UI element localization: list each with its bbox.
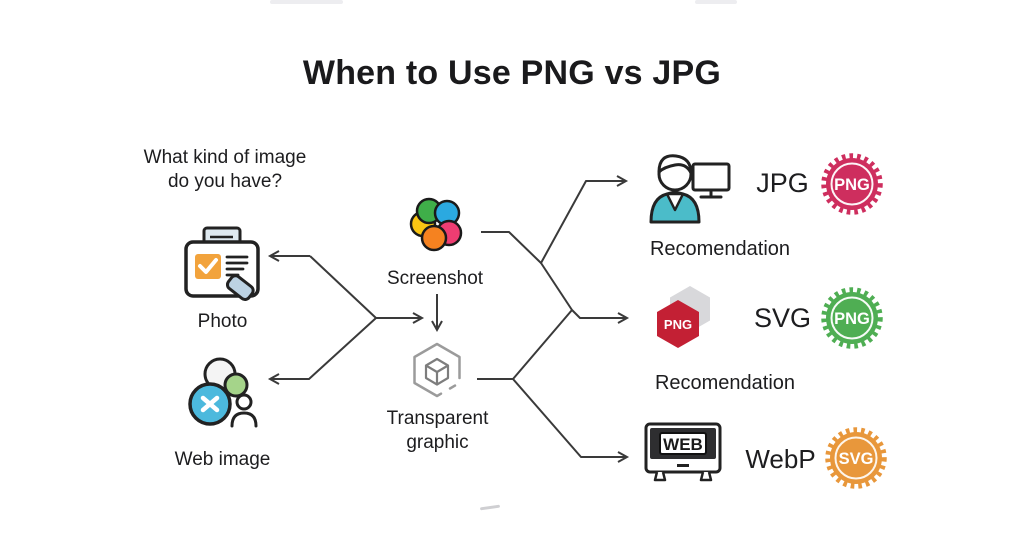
person-monitor-icon xyxy=(649,154,731,224)
web-monitor-icon: WEB xyxy=(644,422,722,482)
png-badge-jpg-row: PNG xyxy=(821,153,883,215)
format-label-webp: WebP xyxy=(745,444,816,474)
transparent-label-line-2: graphic xyxy=(406,432,469,453)
line-photo-branch xyxy=(309,255,377,319)
svg-badge-webp-row: SVG xyxy=(825,427,887,489)
arrow-to-web-image xyxy=(267,317,377,385)
svg-badge-webp-text: SVG xyxy=(839,450,874,468)
screenshot-label: Screenshot xyxy=(386,268,484,289)
transparent-label-line-1: Transparent xyxy=(386,408,489,429)
png-badge-jpg-text: PNG xyxy=(834,176,870,194)
web-image-icon xyxy=(188,357,258,428)
transparent-graphic-icon xyxy=(413,342,461,398)
recommendation-jpg: Recomendation xyxy=(649,238,791,260)
png-badge-svg-text: PNG xyxy=(834,310,870,328)
question-text: What kind of image do you have? xyxy=(115,146,335,194)
web-image-label: Web image xyxy=(174,449,271,470)
top-edge-bar-left xyxy=(270,0,343,4)
format-label-svg: SVG xyxy=(753,303,812,333)
question-line-2: do you have? xyxy=(167,171,283,192)
photo-label: Photo xyxy=(197,311,248,332)
question-line-1: What kind of image xyxy=(143,147,307,168)
arrow-transparent-to-webp xyxy=(512,378,630,463)
format-label-jpg: JPG xyxy=(756,168,809,198)
recommendation-svg: Recomendation xyxy=(654,372,796,394)
transparent-graphic-label: Transparent graphic xyxy=(375,407,500,455)
line-transparent-to-svg-junction xyxy=(477,309,573,380)
line-screenshot-to-svg-junction xyxy=(540,262,573,311)
screenshot-flower-icon xyxy=(409,197,463,252)
photo-icon xyxy=(184,226,260,302)
png-hexagon-text: PNG xyxy=(664,317,692,332)
top-edge-bar-right xyxy=(695,0,737,4)
png-hexagon-icon: PNG xyxy=(657,286,710,348)
arrow-to-svg xyxy=(571,309,630,324)
web-monitor-text: WEB xyxy=(663,435,703,454)
arrow-screenshot-to-jpg xyxy=(481,175,629,264)
png-badge-svg-row: PNG xyxy=(821,287,883,349)
page-title: When to Use PNG vs JPG xyxy=(302,54,722,92)
